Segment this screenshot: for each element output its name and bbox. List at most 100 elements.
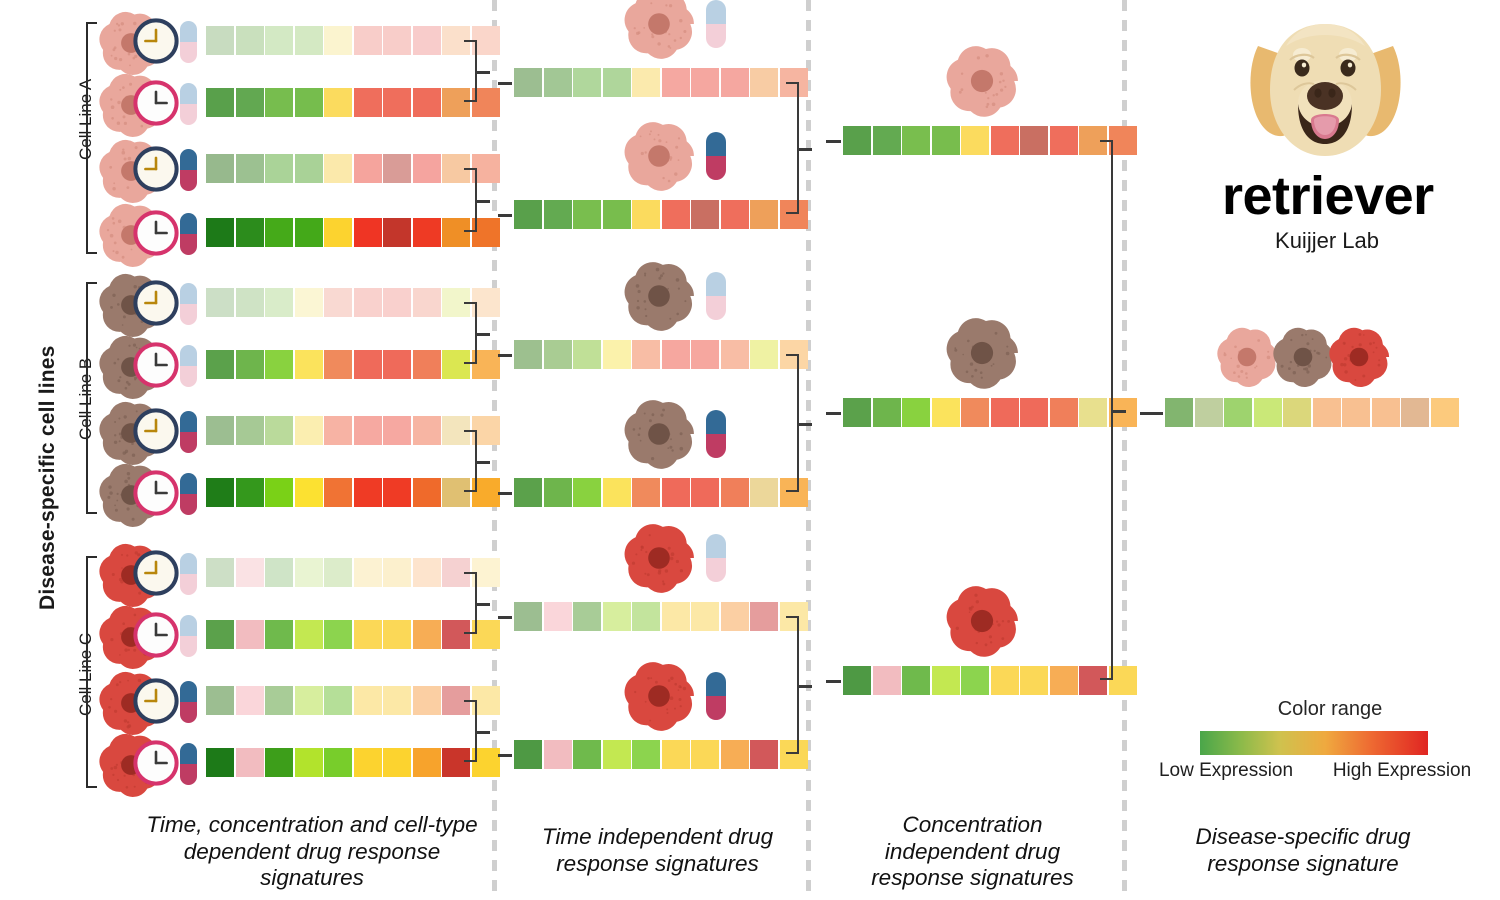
- heatmap-cell: [514, 340, 542, 369]
- heatmap-row-col1-11: [206, 686, 500, 715]
- legend-high-label: High Expression: [1332, 760, 1472, 781]
- heatmap-cell: [206, 686, 234, 715]
- heatmap-cell: [573, 478, 601, 507]
- heatmap-cell: [235, 154, 264, 183]
- heatmap-cell: [265, 748, 293, 777]
- heatmap-cell: [206, 416, 234, 445]
- heatmap-cell: [632, 602, 660, 631]
- heatmap-row-col1-7: [206, 416, 500, 445]
- heatmap-cell: [990, 666, 1019, 695]
- heatmap-cell: [779, 478, 808, 507]
- pill-icon-col2-low: [706, 0, 726, 53]
- heatmap-cell: [1194, 398, 1223, 427]
- heatmap-cell: [750, 340, 778, 369]
- heatmap-cell: [324, 26, 352, 55]
- pill-icon-low: [180, 345, 197, 392]
- heatmap-cell: [265, 218, 293, 247]
- heatmap-cell: [1430, 398, 1459, 427]
- heatmap-cell: [632, 740, 660, 769]
- clock-icon-late: [133, 80, 179, 131]
- heatmap-cell: [294, 686, 323, 715]
- pairing-bracket-4: [464, 430, 477, 492]
- heatmap-cell: [294, 620, 323, 649]
- heatmap-cell: [412, 416, 441, 445]
- heatmap-cell: [990, 126, 1019, 155]
- heatmap-cell: [235, 288, 264, 317]
- heatmap-cell: [206, 26, 234, 55]
- column-divider-2: [806, 0, 811, 900]
- heatmap-cell: [353, 288, 382, 317]
- heatmap-cell: [691, 68, 719, 97]
- heatmap-cell: [720, 602, 749, 631]
- heatmap-cell: [1049, 398, 1078, 427]
- heatmap-cell: [750, 68, 778, 97]
- heatmap-cell: [235, 218, 264, 247]
- heatmap-cell: [206, 478, 234, 507]
- pairing-bracket-col2-stub-2: [799, 423, 812, 426]
- heatmap-cell: [602, 478, 631, 507]
- heatmap-cell: [961, 666, 989, 695]
- heatmap-cell: [294, 288, 323, 317]
- pairing-bracket-col2-3: [786, 616, 799, 754]
- heatmap-cell: [1108, 666, 1137, 695]
- heatmap-cell: [1342, 398, 1370, 427]
- pill-icon-low: [180, 283, 197, 330]
- legend-gradient-bar: [1200, 731, 1428, 755]
- connector-col3-3: [826, 680, 841, 683]
- heatmap-cell: [661, 478, 690, 507]
- heatmap-cell: [383, 350, 411, 379]
- pairing-bracket-stub-2: [477, 200, 490, 203]
- clock-icon-late: [133, 470, 179, 521]
- heatmap-cell: [324, 218, 352, 247]
- pairing-bracket-5: [464, 572, 477, 634]
- heatmap-row-col2-1: [514, 68, 808, 97]
- heatmap-cell: [383, 26, 411, 55]
- heatmap-cell: [990, 398, 1019, 427]
- caption-panel-3: Concentration independent drug response …: [871, 812, 1074, 891]
- heatmap-cell: [661, 200, 690, 229]
- clock-icon-late: [133, 740, 179, 791]
- heatmap-cell: [661, 740, 690, 769]
- heatmap-cell: [514, 200, 542, 229]
- heatmap-cell: [412, 558, 441, 587]
- heatmap-cell: [383, 686, 411, 715]
- heatmap-cell: [1079, 398, 1107, 427]
- heatmap-cell: [750, 478, 778, 507]
- heatmap-cell: [412, 154, 441, 183]
- heatmap-cell: [661, 340, 690, 369]
- pill-icon-high: [180, 473, 197, 520]
- heatmap-cell: [442, 620, 470, 649]
- caption-panel-2: Time independent drug response signature…: [541, 824, 774, 876]
- cell-glyph-col4-b: [1272, 326, 1334, 393]
- heatmap-cell: [294, 416, 323, 445]
- heatmap-cell: [324, 154, 352, 183]
- heatmap-cell: [324, 620, 352, 649]
- heatmap-cell: [206, 88, 234, 117]
- heatmap-cell: [265, 154, 293, 183]
- pill-icon-col2-high: [706, 410, 726, 463]
- legend-low-label: Low Expression: [1158, 760, 1294, 781]
- heatmap-cell: [353, 218, 382, 247]
- heatmap-cell: [235, 416, 264, 445]
- clock-icon-late: [133, 342, 179, 393]
- heatmap-cell: [265, 288, 293, 317]
- heatmap-cell: [412, 88, 441, 117]
- heatmap-cell: [902, 398, 930, 427]
- axis-label-disease-specific-cell-lines: Disease-specific cell lines: [36, 345, 59, 610]
- heatmap-cell: [383, 154, 411, 183]
- heatmap-cell: [324, 478, 352, 507]
- heatmap-cell: [514, 602, 542, 631]
- heatmap-cell: [543, 740, 572, 769]
- heatmap-cell: [543, 200, 572, 229]
- heatmap-cell: [661, 68, 690, 97]
- heatmap-cell: [514, 68, 542, 97]
- heatmap-cell: [632, 68, 660, 97]
- cell-glyph-col3-a: [945, 44, 1019, 123]
- heatmap-cell: [961, 398, 989, 427]
- heatmap-cell: [872, 126, 901, 155]
- caption-panel-1: Time, concentration and cell-type depend…: [146, 812, 478, 891]
- heatmap-cell: [779, 740, 808, 769]
- heatmap-cell: [1079, 666, 1107, 695]
- heatmap-cell: [779, 200, 808, 229]
- clock-icon-early: [133, 146, 179, 197]
